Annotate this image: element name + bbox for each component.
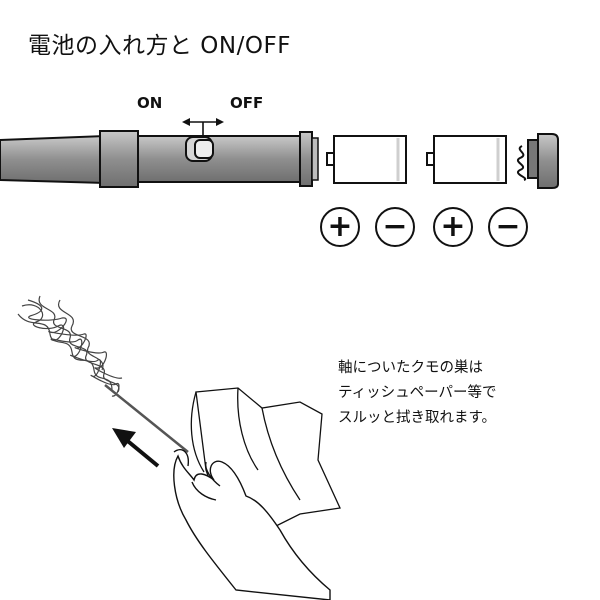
switch-direction-arrow-icon <box>182 118 224 138</box>
brush-head <box>17 295 123 397</box>
caption-line: 軸についたクモの巣は <box>338 360 483 376</box>
cleaning-caption: 軸についたクモの巣は ティッシュペーパー等で スルッと拭き取れます。 <box>338 356 496 431</box>
brush-shaft <box>104 384 189 453</box>
polarity-minus-icon: − <box>375 207 415 247</box>
caption-line: ティッシュペーパー等で <box>338 385 497 401</box>
hand <box>173 448 331 600</box>
page-title: 電池の入れ方と ON/OFF <box>28 33 291 59</box>
handle-end-cap <box>299 131 313 187</box>
battery-1 <box>326 135 407 184</box>
slide-switch <box>185 136 214 162</box>
battery-2 <box>426 135 507 184</box>
polarity-minus-icon: − <box>488 207 528 247</box>
switch-on-label: ON <box>137 94 163 112</box>
motion-arrow-icon <box>112 428 160 468</box>
caption-line: スルッと拭き取れます。 <box>338 410 497 426</box>
polarity-plus-icon: + <box>320 207 360 247</box>
switch-off-label: OFF <box>230 94 264 112</box>
handle-body <box>137 135 301 183</box>
battery-cap-spring <box>517 133 559 189</box>
handle-shaft <box>0 134 106 185</box>
polarity-plus-icon: + <box>433 207 473 247</box>
handle-collar <box>99 130 139 188</box>
